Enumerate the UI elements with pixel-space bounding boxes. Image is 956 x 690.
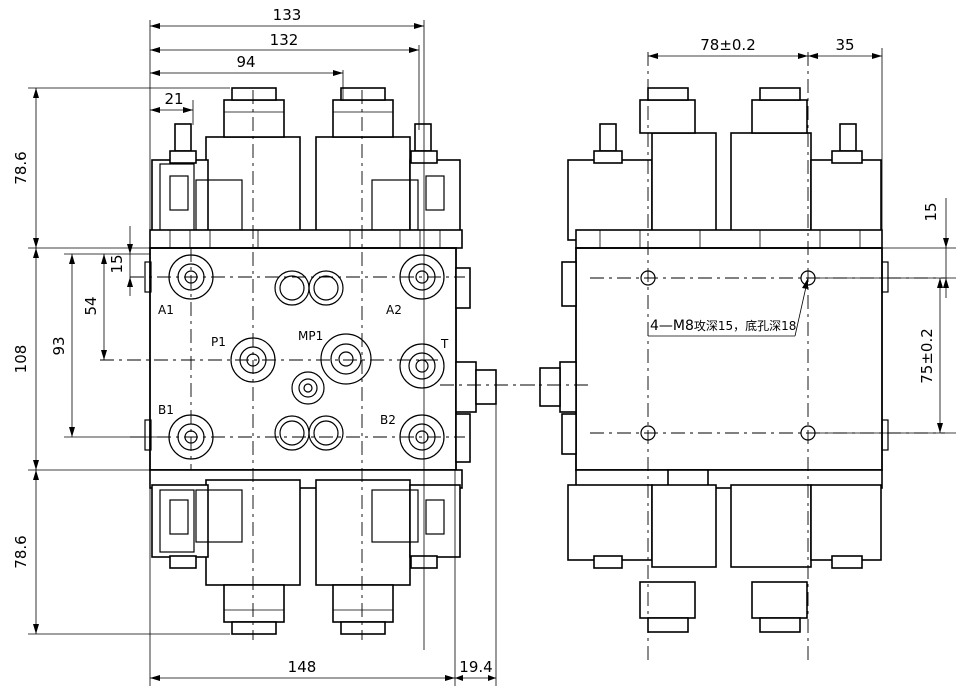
dim-width-132: 132 — [270, 31, 299, 49]
dim-width-21: 21 — [164, 90, 183, 108]
dim-offset-35: 35 — [835, 36, 854, 54]
dim-width-94: 94 — [236, 53, 255, 71]
port-label-b1: B1 — [158, 403, 174, 417]
bottom-solenoid-assembly — [149, 469, 463, 635]
dim-height-bottom-coil: 78.6 — [12, 535, 30, 568]
dim-height-top-coil: 78.6 — [12, 151, 30, 184]
front-dimensions — [28, 20, 497, 686]
dim-mount-spacing-v: 75±0.2 — [918, 328, 936, 384]
side-view: 78±0.2 35 15 75±0.2 4—M8攻深15，底孔深18 — [520, 36, 956, 660]
thread-note-spec: 攻深15，底孔深18 — [694, 318, 797, 333]
side-valve-body — [539, 247, 889, 471]
dim-height-15-right: 15 — [922, 202, 940, 221]
port-label-a2: A2 — [386, 303, 402, 317]
port-label-t: T — [440, 337, 449, 351]
thread-note-size: 4—M8 — [650, 318, 694, 334]
front-ports — [168, 254, 445, 460]
port-label-p1: P1 — [211, 335, 226, 349]
front-view: A1 A2 B1 B2 P1 MP1 T — [12, 6, 540, 686]
front-centerlines — [100, 90, 540, 640]
side-dimensions — [648, 48, 956, 434]
port-label-a1: A1 — [158, 303, 174, 317]
thread-note: 4—M8攻深15，底孔深18 — [650, 318, 796, 334]
side-top-solenoids — [567, 87, 883, 249]
dim-height-15-left: 15 — [108, 254, 126, 273]
port-label-mp1: MP1 — [298, 329, 323, 343]
dim-height-93: 93 — [50, 336, 68, 355]
dim-width-19-4: 19.4 — [459, 658, 492, 676]
dim-height-body: 108 — [12, 345, 30, 374]
dim-width-133: 133 — [273, 6, 302, 24]
dim-height-54: 54 — [82, 296, 100, 315]
port-label-b2: B2 — [380, 413, 396, 427]
dim-width-148: 148 — [288, 658, 317, 676]
side-bottom-solenoids — [567, 469, 883, 633]
dim-mount-spacing-h: 78±0.2 — [700, 36, 756, 54]
top-solenoid-assembly — [149, 87, 463, 249]
side-centerlines — [520, 52, 945, 660]
front-valve-body — [144, 247, 497, 471]
